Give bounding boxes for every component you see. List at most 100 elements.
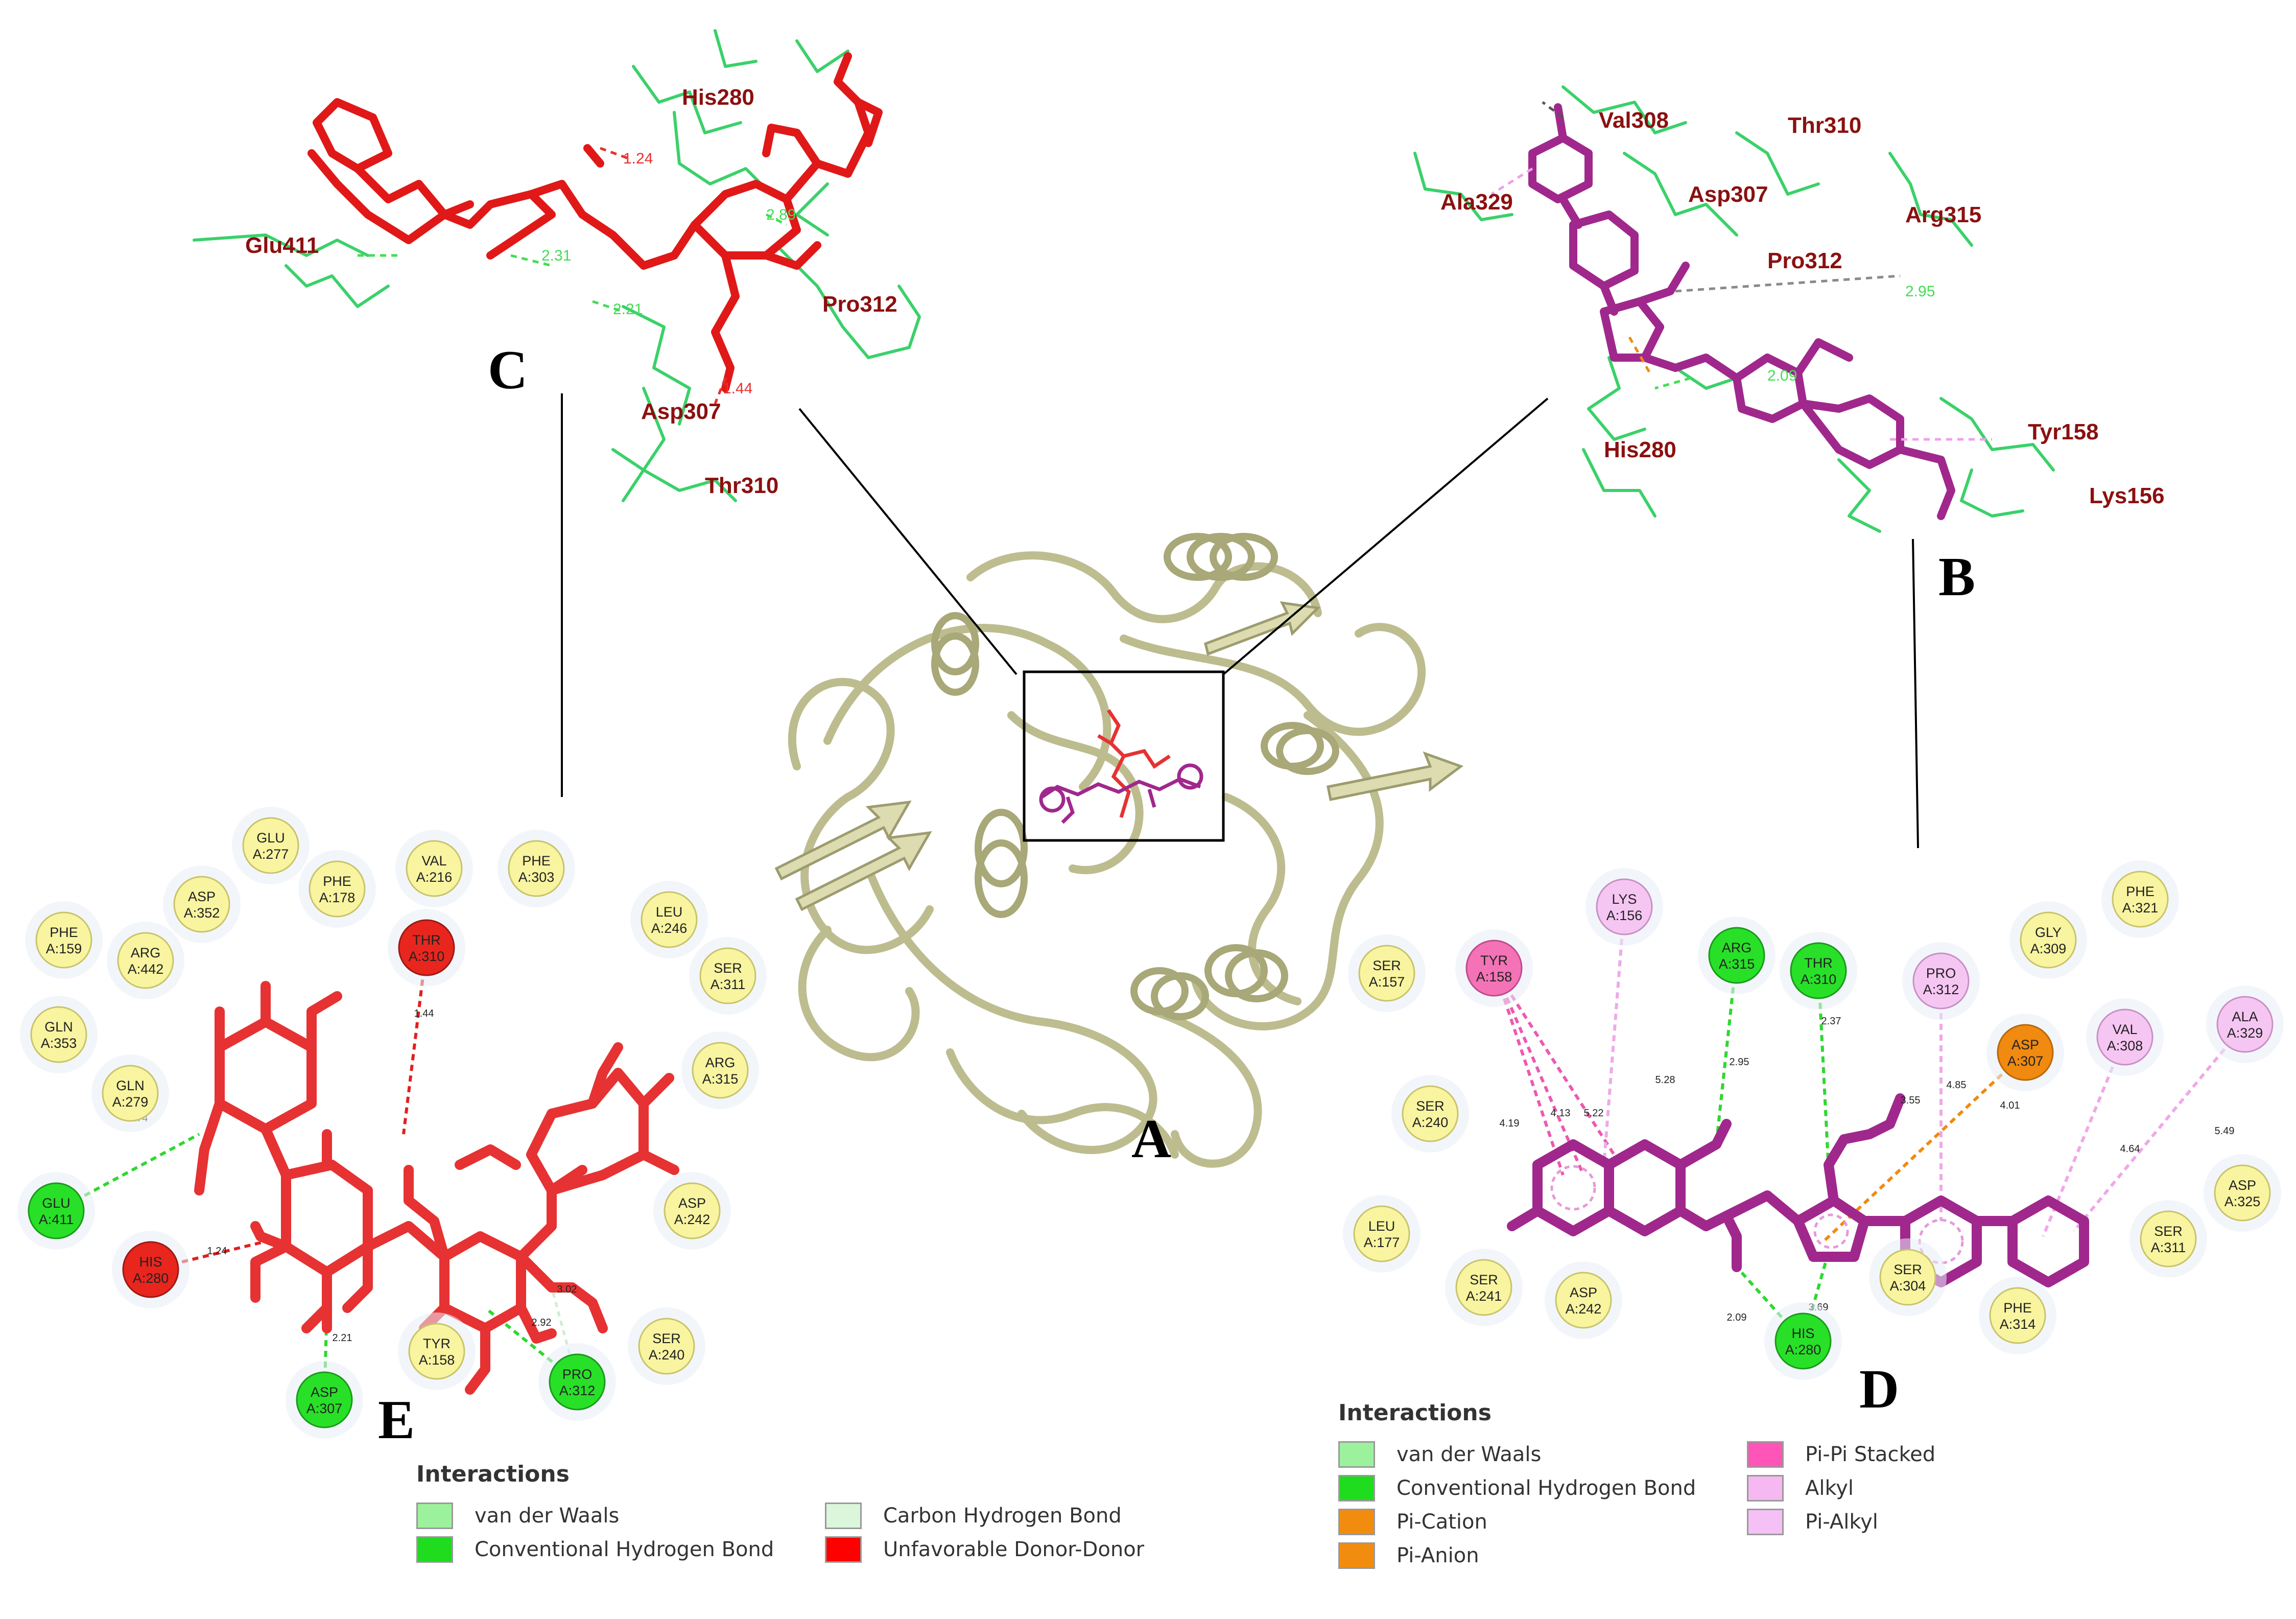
d-residue-name: PHE [2003, 1300, 2032, 1316]
panel-label-d: D [1859, 1359, 1899, 1420]
e-residue-name: PHE [50, 925, 78, 940]
dist3d-c-3: 2.21 [613, 301, 643, 318]
res3d-b-1: Thr310 [1788, 113, 1861, 138]
e-residue-number: A:279 [112, 1094, 149, 1110]
e-residue-node [35, 911, 92, 969]
e-residue-node [173, 876, 230, 933]
legend-label: Alkyl [1805, 1476, 1854, 1500]
dist3d-c-0: 1.24 [623, 150, 653, 167]
d-residue-number: A:156 [1606, 908, 1643, 923]
legend-label: Pi-Anion [1396, 1544, 1479, 1567]
d-residue-number: A:311 [2151, 1240, 2186, 1255]
res3d-b-0: Val308 [1599, 108, 1669, 133]
e-residue-node [309, 860, 366, 918]
res3d-b-2: Ala329 [1440, 190, 1513, 215]
e-residue-name: PHE [323, 874, 351, 889]
e-residue-node [117, 932, 174, 989]
ligand-d-structure [1507, 1093, 2089, 1287]
res3d-c-1: Glu411 [245, 233, 319, 258]
d-residue-number: A:321 [2122, 900, 2159, 916]
e-residue-number: A:158 [419, 1352, 455, 1368]
dist3d-b-0: 2.95 [1905, 283, 1935, 300]
d-distance-label: 2.09 [1727, 1312, 1747, 1323]
legend-e-item-1: Carbon Hydrogen Bond [825, 1503, 1182, 1529]
panel-e-2d-diagram: 1.442.741.242.212.923.02 PHEA:159GLNA:35… [17, 807, 767, 1439]
legend-swatch [1747, 1475, 1784, 1501]
e-interaction-bond [150, 1240, 266, 1271]
d-residue-node [1879, 1249, 1936, 1306]
d-residue-node [1708, 927, 1765, 984]
d-residue-node [1358, 945, 1415, 1002]
e-distance-label: 2.21 [333, 1332, 352, 1344]
d-residue-number: A:177 [1364, 1235, 1400, 1250]
e-residue-number: A:353 [41, 1036, 77, 1051]
e-residue-number: A:216 [416, 870, 453, 885]
e-residue-number: A:159 [46, 941, 82, 956]
d-residue-name: GLY [2035, 925, 2062, 940]
d-residue-number: A:312 [1923, 982, 1959, 997]
e-residue-number: A:411 [39, 1212, 74, 1227]
d-distance-label: 5.49 [2215, 1125, 2235, 1137]
d-residue-number: A:315 [1719, 956, 1755, 972]
e-residue-name: ARG [705, 1055, 736, 1070]
d-residue-node [1555, 1272, 1612, 1329]
d-distance-label: 2.95 [1730, 1057, 1749, 1068]
legend-e-item-0: van der Waals [416, 1503, 810, 1529]
d-residue-node [2020, 911, 2077, 969]
d-residue-node [1402, 1085, 1459, 1142]
e-residue-node [102, 1065, 159, 1122]
d-residue-number: A:310 [1801, 972, 1837, 987]
e-residue-node [508, 840, 565, 897]
protein-cartoon [774, 533, 1464, 1168]
e-distance-label: 3.02 [557, 1284, 577, 1295]
legend-label: Conventional Hydrogen Bond [1396, 1476, 1696, 1500]
d-distance-label: 5.28 [1655, 1074, 1675, 1086]
d-residue-name: SER [1372, 958, 1401, 973]
legend-e-item-2: Conventional Hydrogen Bond [416, 1536, 810, 1563]
connector-lines [561, 393, 1919, 849]
e-residue-number: A:303 [518, 870, 555, 885]
d-residue-node [2140, 1210, 2197, 1268]
e-residue-node [242, 817, 299, 874]
e-residue-node [406, 840, 463, 897]
d-residue-name: SER [1893, 1262, 1922, 1277]
dist3d-b-1: 2.09 [1767, 367, 1797, 384]
d-residue-name: TYR [1480, 953, 1508, 968]
legend-e-title: Interactions [416, 1461, 570, 1487]
e-residue-name: ASP [188, 889, 216, 904]
e-residue-number: A:242 [674, 1212, 711, 1227]
e-residue-node [28, 1182, 85, 1239]
d-interaction-bond [2072, 1023, 2246, 1232]
res3d-b-5: Pro312 [1767, 248, 1842, 273]
d-residue-node [2096, 1008, 2153, 1066]
d-residue-number: A:242 [1566, 1301, 1602, 1317]
d-interaction-bond [1822, 1051, 2027, 1243]
e-residue-name: GLU [42, 1195, 70, 1211]
res3d-b-4: Arg315 [1905, 202, 1981, 227]
d-residue-number: A:308 [2107, 1038, 2143, 1053]
e-residue-name: VAL [421, 853, 446, 869]
d-distance-label: 2.37 [1821, 1016, 1841, 1027]
legend-d-title: Interactions [1338, 1400, 1492, 1426]
e-carbon-hbond [550, 1287, 579, 1382]
res3d-c-2: Pro312 [822, 292, 897, 317]
e-residue-number: A:442 [128, 961, 164, 977]
e-residue-name: TYR [423, 1336, 451, 1351]
d-residue-number: A:158 [1476, 969, 1512, 984]
e-residue-name: ASP [678, 1195, 706, 1211]
d-residue-number: A:304 [1890, 1278, 1926, 1294]
d-interaction-bond [1602, 906, 1626, 1165]
d-residue-number: A:307 [2007, 1053, 2044, 1069]
panel-c-3d-view: His280 Glu411 Pro312 Asp307 Thr310 1.24 … [193, 29, 921, 502]
legend-d-item-2: Conventional Hydrogen Bond [1338, 1475, 1732, 1501]
legend-swatch [1338, 1509, 1375, 1535]
d-distance-label: 4.13 [1551, 1108, 1571, 1119]
dist3d-c-4: 1.44 [723, 380, 752, 397]
d-residue-name: LEU [1368, 1218, 1395, 1234]
d-distance-label: 3.55 [1901, 1095, 1921, 1106]
d-residue-number: A:241 [1466, 1288, 1502, 1304]
res3d-b-6: His280 [1604, 437, 1676, 462]
d-residue-node [1774, 1312, 1832, 1370]
